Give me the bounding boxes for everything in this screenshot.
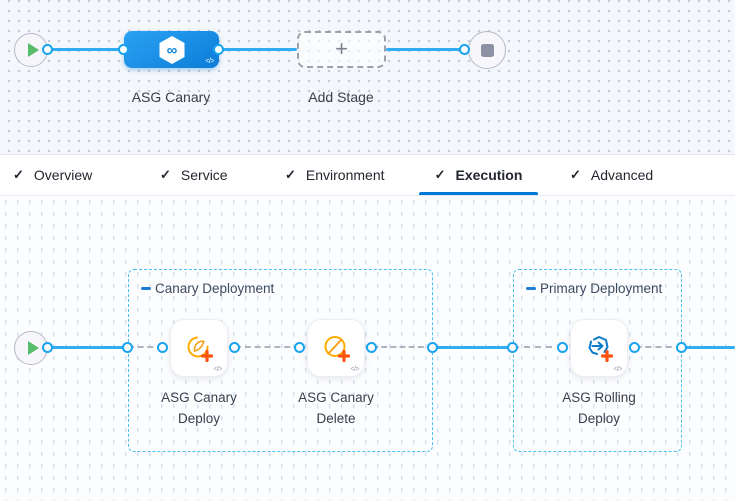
step-label-line2: Deploy — [177, 411, 221, 426]
stop-icon — [480, 43, 494, 57]
step-label-line1: ASG Canary — [298, 390, 374, 405]
connector-port[interactable] — [229, 342, 240, 353]
step-label-line1: ASG Canary — [161, 390, 237, 405]
connector-port[interactable] — [507, 342, 518, 353]
connector-port[interactable] — [122, 342, 133, 353]
step-label: ASG Rolling Deploy — [541, 387, 657, 429]
tab-label: Advanced — [590, 167, 654, 183]
connector-port[interactable] — [427, 342, 438, 353]
asg-canary-delete-icon — [324, 336, 351, 363]
stage-connector-line — [48, 48, 124, 51]
tab-advanced[interactable]: ✓ Advanced — [570, 155, 653, 195]
connector-port[interactable] — [213, 44, 224, 55]
step-label-line2: Deploy — [577, 411, 621, 426]
add-stage-button[interactable]: + — [297, 31, 386, 68]
play-icon — [27, 341, 39, 355]
step-label-line2: Delete — [316, 411, 356, 426]
tab-label: Overview — [33, 167, 93, 183]
yaml-code-icon[interactable]: </> — [213, 366, 222, 373]
step-group-primary-deployment[interactable]: Primary Deployment — [513, 269, 682, 452]
connector-port[interactable] — [676, 342, 687, 353]
tab-label: Environment — [305, 167, 385, 183]
step-dashed-connector — [235, 346, 300, 348]
group-title: Canary Deployment — [155, 281, 275, 296]
connector-port[interactable] — [294, 342, 305, 353]
step-label-line1: ASG Rolling — [562, 390, 636, 405]
step-dashed-connector — [128, 346, 163, 348]
yaml-code-icon[interactable]: </> — [613, 366, 622, 373]
execution-connector-line — [48, 346, 128, 349]
play-icon — [27, 43, 39, 57]
active-tab-indicator — [419, 192, 538, 195]
stage-connector-line — [219, 48, 297, 51]
collapse-group-icon[interactable] — [141, 287, 151, 290]
step-group-canary-deployment[interactable]: Canary Deployment — [128, 269, 433, 452]
connector-port[interactable] — [42, 44, 53, 55]
check-icon: ✓ — [434, 167, 446, 182]
stage-config-tabbar: ✓ Overview ✓ Service ✓ Environment ✓ Exe… — [0, 154, 735, 196]
execution-canvas[interactable]: Canary Deployment Primary Deployment </>… — [0, 196, 735, 501]
yaml-code-icon[interactable]: </> — [205, 58, 214, 65]
tab-overview[interactable]: ✓ Overview — [13, 155, 92, 195]
check-icon: ✓ — [13, 167, 24, 182]
step-node-asg-rolling-deploy[interactable]: </> — [570, 319, 628, 377]
step-label: ASG Canary Delete — [278, 387, 394, 429]
step-dashed-connector — [372, 346, 433, 348]
yaml-code-icon[interactable]: </> — [350, 366, 359, 373]
check-icon: ✓ — [160, 167, 171, 182]
collapse-group-icon[interactable] — [526, 287, 536, 290]
stage-canvas[interactable]: ∞ </> + ASG Canary Add Stage — [0, 0, 735, 154]
tab-environment[interactable]: ✓ Environment — [285, 155, 385, 195]
connector-port[interactable] — [118, 44, 129, 55]
plus-icon: + — [335, 35, 348, 61]
harness-cd-hexagon-icon: ∞ — [159, 35, 184, 64]
tab-service[interactable]: ✓ Service — [160, 155, 228, 195]
connector-port[interactable] — [557, 342, 568, 353]
connector-port[interactable] — [459, 44, 470, 55]
connector-port[interactable] — [42, 342, 53, 353]
tab-label: Service — [180, 167, 228, 183]
step-dashed-connector — [635, 346, 682, 348]
connector-port[interactable] — [629, 342, 640, 353]
pipeline-end-node — [468, 31, 506, 69]
svg-text:∞: ∞ — [166, 42, 177, 59]
execution-connector-line — [433, 346, 513, 349]
add-stage-label: Add Stage — [308, 89, 374, 105]
stage-connector-line — [386, 48, 465, 51]
connector-port[interactable] — [366, 342, 377, 353]
stage-node-asg-canary[interactable]: ∞ </> — [124, 31, 219, 68]
group-header: Primary Deployment — [526, 281, 662, 296]
group-title: Primary Deployment — [540, 281, 663, 296]
execution-connector-line — [682, 346, 735, 349]
tab-execution[interactable]: ✓ Execution — [419, 155, 538, 195]
check-icon: ✓ — [285, 167, 296, 182]
step-node-asg-canary-delete[interactable]: </> — [307, 319, 365, 377]
step-node-asg-canary-deploy[interactable]: </> — [170, 319, 228, 377]
step-label: ASG Canary Deploy — [141, 387, 257, 429]
check-icon: ✓ — [570, 167, 581, 182]
stage-name-label: ASG Canary — [131, 89, 211, 105]
step-dashed-connector — [513, 346, 563, 348]
asg-canary-deploy-icon — [187, 336, 214, 363]
tab-label: Execution — [455, 167, 523, 183]
group-header: Canary Deployment — [141, 281, 274, 296]
asg-rolling-deploy-icon — [588, 336, 614, 363]
connector-port[interactable] — [157, 342, 168, 353]
